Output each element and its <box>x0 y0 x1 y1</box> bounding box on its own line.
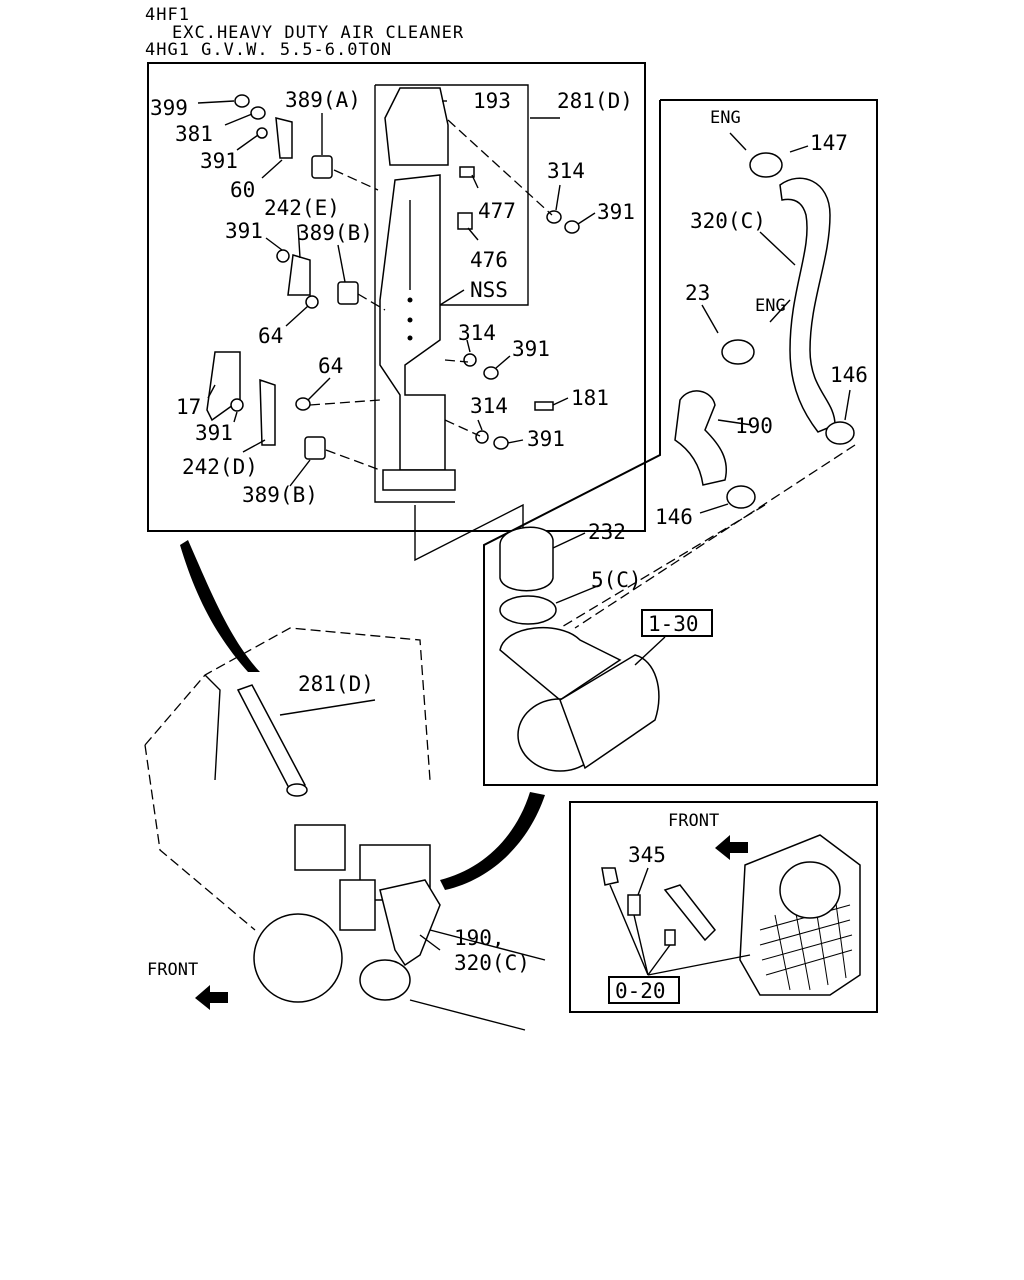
header-line-1: 4HF1 <box>145 5 190 25</box>
truck-air-cleaner <box>253 913 343 1003</box>
right-panel-frame <box>483 99 878 786</box>
label-ref-1-30[interactable]: 1-30 <box>648 612 699 636</box>
label-477: 477 <box>478 199 516 223</box>
label-147: 147 <box>810 131 848 155</box>
label-314-b: 314 <box>458 321 496 345</box>
leader-lines <box>197 100 596 487</box>
bracket-345 <box>627 894 641 916</box>
label-314-c: 314 <box>470 394 508 418</box>
label-391-a: 391 <box>200 149 238 173</box>
label-64-b: 64 <box>318 354 343 378</box>
header: 4HF1 EXC.HEAVY DUTY AIR CLEANER 4HG1 G.V… <box>145 5 464 60</box>
clamp-147 <box>749 152 783 178</box>
leader-281d-truck <box>279 699 376 716</box>
label-391-b: 391 <box>597 200 635 224</box>
truck-cleaner-end <box>359 959 411 1001</box>
ref-box-0-20 <box>608 976 680 1004</box>
right-panel: ENG 147 320(C) 23 ENG 146 190 146 232 5(… <box>483 99 878 786</box>
label-146-a: 146 <box>830 363 868 387</box>
adapter-232 <box>499 526 554 592</box>
bolt-b <box>664 929 676 946</box>
truck-label-190: 190, <box>454 926 505 950</box>
label-eng-mid: ENG <box>755 296 786 316</box>
truck-front-label: FRONT <box>147 960 198 980</box>
truck-hose <box>379 879 441 967</box>
label-476: 476 <box>470 248 508 272</box>
clamp-5c <box>499 595 557 625</box>
label-eng-top: ENG <box>710 108 741 128</box>
left-panel: 399 381 389(A) 391 60 193 281(D) 314 391… <box>147 62 646 532</box>
truck-snorkel <box>236 684 307 791</box>
housing-port <box>779 861 841 919</box>
front-arrow-icon <box>195 985 228 1010</box>
engine-block-a <box>294 824 346 871</box>
truck-label-320c: 320(C) <box>454 951 530 975</box>
header-line-2: EXC.HEAVY DUTY AIR CLEANER <box>172 23 464 43</box>
truck-view: 281(D) 190, 320(C) FRONT <box>144 540 546 1031</box>
snorkel-duct <box>379 87 456 491</box>
label-60: 60 <box>230 178 255 202</box>
label-193: 193 <box>473 89 511 113</box>
cab-edge <box>204 674 221 781</box>
label-190: 190 <box>735 414 773 438</box>
label-232: 232 <box>588 520 626 544</box>
left-panel-frame <box>147 62 646 532</box>
right-leader-lines <box>552 132 856 666</box>
engine-block-c <box>339 879 376 931</box>
label-381: 381 <box>175 122 213 146</box>
cab-outline <box>144 627 431 781</box>
inset-front-arrow-icon <box>715 835 748 860</box>
inset-frame <box>569 801 878 1013</box>
label-314-a: 314 <box>547 159 585 183</box>
label-242d: 242(D) <box>182 455 258 479</box>
label-17: 17 <box>176 395 201 419</box>
label-181: 181 <box>571 386 609 410</box>
snorkel-bracket-left <box>374 85 455 503</box>
curved-arrow-lower <box>440 792 545 890</box>
label-389b-1: 389(B) <box>297 221 373 245</box>
label-391-d: 391 <box>512 337 550 361</box>
label-5c: 5(C) <box>591 568 642 592</box>
label-399: 399 <box>150 96 188 120</box>
hose-190 <box>674 390 727 486</box>
truck-label-281d: 281(D) <box>298 672 374 696</box>
label-nss: NSS <box>470 278 508 302</box>
label-391-f: 391 <box>527 427 565 451</box>
label-391-e: 391 <box>195 421 233 445</box>
label-320c: 320(C) <box>690 209 766 233</box>
header-line-3: 4HG1 G.V.W. 5.5-6.0TON <box>145 40 392 60</box>
snorkel-bracket-box <box>375 84 529 306</box>
ref-box-1-30 <box>641 609 713 637</box>
label-389a: 389(A) <box>285 88 361 112</box>
label-345: 345 <box>628 843 666 867</box>
clamp-146-a <box>825 421 855 445</box>
label-64-a: 64 <box>258 324 283 348</box>
label-ref-0-20[interactable]: 0-20 <box>615 979 666 1003</box>
label-23: 23 <box>685 281 710 305</box>
label-146-b: 146 <box>655 505 693 529</box>
inset-front-label: FRONT <box>668 811 719 831</box>
clamp-146-b <box>726 485 756 509</box>
label-389b-2: 389(B) <box>242 483 318 507</box>
bracket-arm <box>663 884 716 942</box>
cab-outline-lower <box>144 744 256 931</box>
clamp-23 <box>721 339 755 365</box>
hose-320c <box>779 177 836 433</box>
bolt-a <box>601 867 619 886</box>
label-242e: 242(E) <box>264 196 340 220</box>
inset-panel: FRONT 345 0-20 <box>569 801 878 1013</box>
label-281d: 281(D) <box>557 89 633 113</box>
label-391-c: 391 <box>225 219 263 243</box>
air-cleaner <box>499 627 660 772</box>
curved-arrow-upper <box>180 540 260 672</box>
